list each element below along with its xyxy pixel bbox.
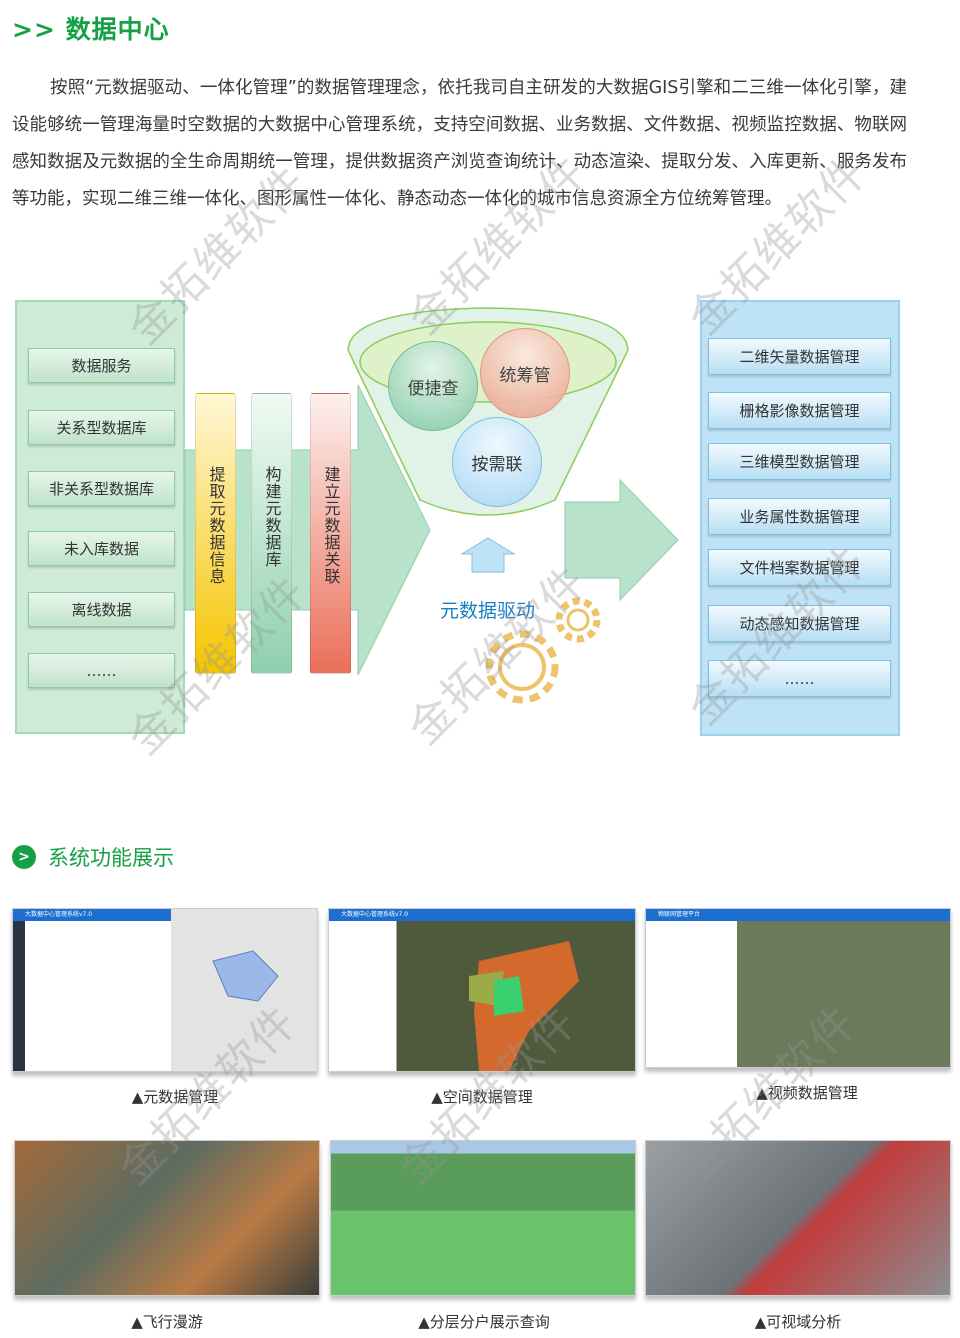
caption: ▲分层分户展示查询 [418,1313,550,1331]
section-title: 系统功能展示 [48,846,174,870]
data-sources-panel: 数据服务 关系型数据库 非关系型数据库 未入库数据 离线数据 …… [15,300,185,734]
source-item: 非关系型数据库 [28,471,175,506]
step-build: 构建元数据库 [251,393,292,674]
caption: ▲可视域分析 [754,1313,842,1331]
up-arrow-icon [460,537,516,573]
caption: ▲飞行漫游 [131,1313,203,1331]
output-item: 二维矢量数据管理 [708,338,891,375]
big-arrow-right [564,478,679,602]
screen-header: 大数据中心管理系统v7.0 [329,909,635,921]
section-heading: > 系统功能展示 [12,842,174,872]
funnel-circle-query: 便捷查 [388,341,478,431]
page-title: >> 数据中心 [12,15,170,44]
outputs-panel: 二维矢量数据管理 栅格影像数据管理 三维模型数据管理 业务属性数据管理 文件档案… [700,300,900,736]
caption: ▲视频数据管理 [756,1084,858,1102]
funnel-circle-manage: 统筹管 [480,328,570,418]
step-associate: 建立元数据关联 [310,393,351,674]
chevron-right-icon: > [12,845,36,869]
caption: ▲元数据管理 [131,1088,219,1106]
output-item: 栅格影像数据管理 [708,392,891,429]
output-item: 动态感知数据管理 [708,605,891,642]
screenshot-spatial: 大数据中心管理系统v7.0 [328,908,636,1072]
output-item: 三维模型数据管理 [708,443,891,480]
screen-header: 物联网管理平台 [646,909,950,921]
source-item: 关系型数据库 [28,410,175,445]
screenshot-video: 物联网管理平台 [645,908,951,1068]
source-item: 数据服务 [28,348,175,383]
source-item: 未入库数据 [28,531,175,566]
output-item: 业务属性数据管理 [708,498,891,535]
output-item: …… [708,660,891,697]
gear-icon [485,597,601,704]
source-item: 离线数据 [28,592,175,627]
funnel-circle-link: 按需联 [452,417,542,507]
driver-label: 元数据驱动 [440,600,536,622]
caption: ▲空间数据管理 [431,1088,533,1106]
step-extract: 提取元数据信息 [195,393,236,674]
source-item: …… [28,653,175,688]
screenshot-viewshed [645,1140,951,1296]
intro-paragraph: 按照“元数据驱动、一体化管理”的数据管理理念，依托我司自主研发的大数据GIS引擎… [12,78,907,209]
screenshot-floors [330,1140,636,1296]
output-item: 文件档案数据管理 [708,549,891,586]
screenshot-metadata: 大数据中心管理系统v7.0 [12,908,318,1072]
screen-header: 大数据中心管理系统v7.0 [13,909,172,921]
screenshot-flight [14,1140,320,1296]
